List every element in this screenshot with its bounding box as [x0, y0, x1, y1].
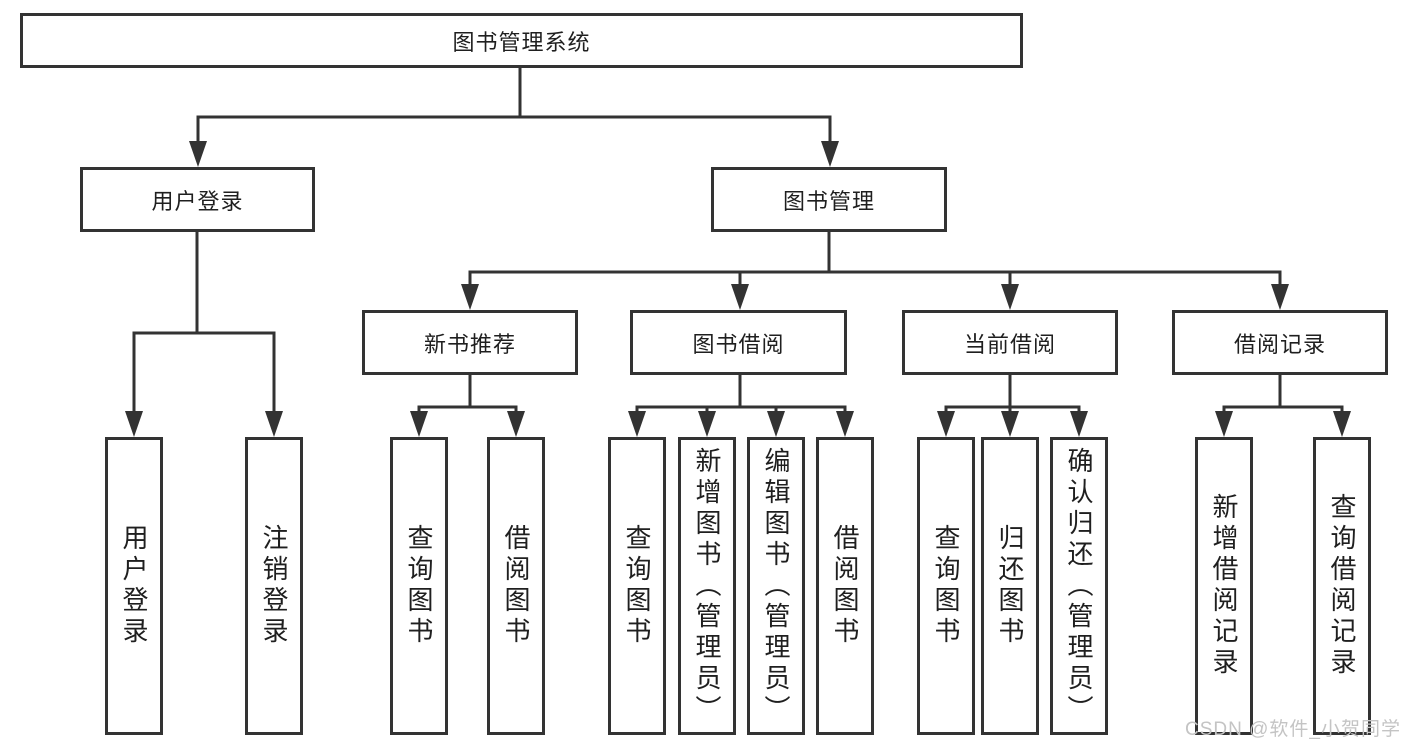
arrowhead: [189, 141, 207, 167]
node-borrow-records: 借阅记录: [1172, 310, 1388, 375]
leaf-label: 借阅图书: [501, 524, 531, 648]
arrowhead: [628, 411, 646, 437]
node-book-borrow: 图书借阅: [630, 310, 847, 375]
arrowhead: [821, 141, 839, 167]
leaf-logout: 注销登录: [245, 437, 303, 735]
arrowhead: [1333, 411, 1351, 437]
connector-userlogin-to-leaves: [132, 232, 276, 415]
leaf-label: 查询图书: [622, 524, 652, 648]
leaf-borrow-books-recommend: 借阅图书: [487, 437, 545, 735]
leaf-label: 查询图书: [931, 524, 961, 648]
arrowhead: [265, 411, 283, 437]
node-current-borrow-label: 当前借阅: [963, 331, 1056, 357]
arrowhead: [731, 284, 749, 310]
node-new-book-recommend: 新书推荐: [362, 310, 578, 375]
connector-bookborrow-to-leaves: [635, 375, 847, 415]
arrowhead: [698, 411, 716, 437]
connector-newbooks-to-leaves: [417, 375, 518, 415]
arrowhead: [1215, 411, 1233, 437]
arrowhead: [410, 411, 428, 437]
leaf-user-login: 用户登录: [105, 437, 163, 735]
leaf-return-book: 归还图书: [981, 437, 1039, 735]
arrowhead: [1271, 284, 1289, 310]
node-book-management: 图书管理: [711, 167, 947, 232]
arrowhead: [507, 411, 525, 437]
arrowhead: [1001, 411, 1019, 437]
leaf-label: 查询借阅记录: [1327, 493, 1357, 679]
node-root-label: 图书管理系统: [452, 29, 591, 55]
node-borrow-records-label: 借阅记录: [1233, 331, 1326, 357]
leaf-borrow-books: 借阅图书: [816, 437, 874, 735]
node-user-login: 用户登录: [80, 167, 315, 232]
watermark: CSDN @软件_小贺同学: [1185, 719, 1401, 740]
leaf-query-books-recommend: 查询图书: [390, 437, 448, 735]
arrowhead: [1070, 411, 1088, 437]
arrowhead: [125, 411, 143, 437]
leaf-add-book-admin: 新增图书（管理员）: [678, 437, 736, 735]
connector-records-to-leaves: [1222, 375, 1344, 415]
connector-bookmgmt-to-level3: [468, 232, 1282, 288]
arrowhead: [836, 411, 854, 437]
leaf-label: 新增图书（管理员）: [692, 446, 722, 726]
leaf-query-books-borrow: 查询图书: [608, 437, 666, 735]
leaf-label: 新增借阅记录: [1209, 493, 1239, 679]
node-root: 图书管理系统: [20, 13, 1023, 68]
leaf-label: 编辑图书（管理员）: [761, 446, 791, 726]
leaf-edit-book-admin: 编辑图书（管理员）: [747, 437, 805, 735]
leaf-query-borrow-record: 查询借阅记录: [1313, 437, 1371, 735]
node-book-borrow-label: 图书借阅: [692, 331, 785, 357]
connector-currentborrow-to-leaves: [944, 375, 1081, 415]
arrowhead: [1001, 284, 1019, 310]
leaf-label: 借阅图书: [830, 524, 860, 648]
node-new-book-recommend-label: 新书推荐: [423, 331, 516, 357]
leaf-query-books-current: 查询图书: [917, 437, 975, 735]
leaf-label: 查询图书: [404, 524, 434, 648]
node-current-borrow: 当前借阅: [902, 310, 1118, 375]
node-user-login-label: 用户登录: [151, 188, 244, 214]
node-book-management-label: 图书管理: [782, 188, 875, 214]
leaf-label: 注销登录: [259, 524, 289, 648]
leaf-confirm-return-admin: 确认归还（管理员）: [1050, 437, 1108, 735]
arrowhead: [937, 411, 955, 437]
leaf-label: 归还图书: [995, 524, 1025, 648]
leaf-label: 用户登录: [119, 524, 149, 648]
arrowhead: [461, 284, 479, 310]
connector-root-to-level2: [196, 68, 832, 145]
arrowhead: [767, 411, 785, 437]
leaf-label: 确认归还（管理员）: [1064, 446, 1094, 726]
leaf-add-borrow-record: 新增借阅记录: [1195, 437, 1253, 735]
